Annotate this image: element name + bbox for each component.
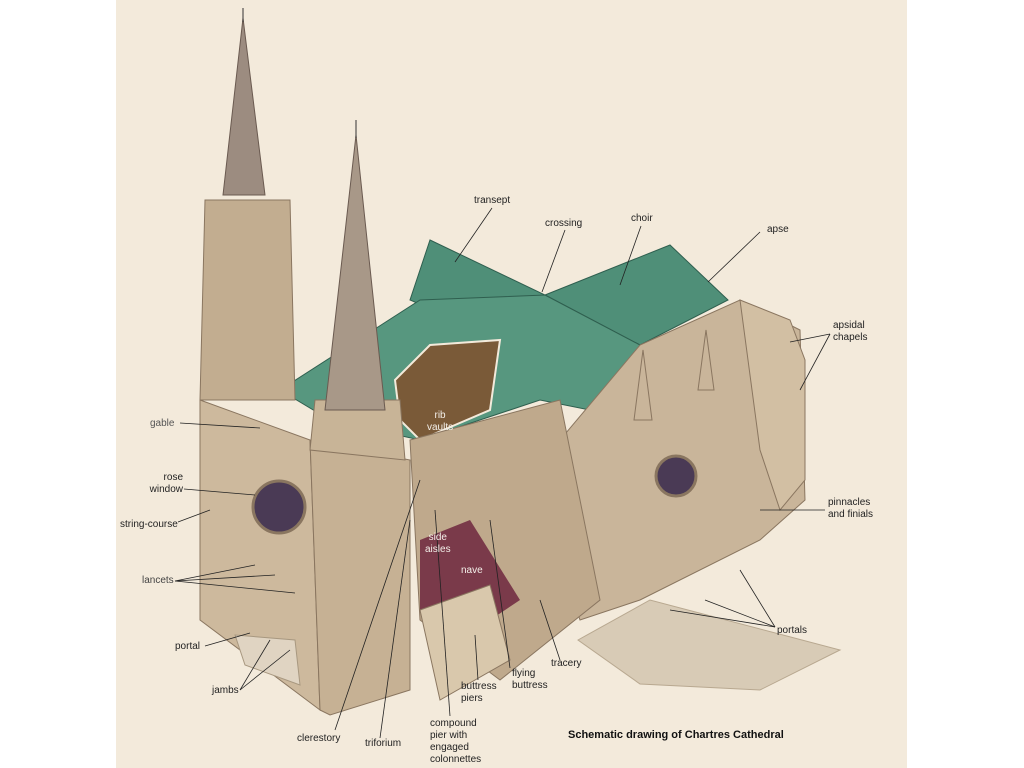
diagram-caption: Schematic drawing of Chartres Cathedral <box>568 729 784 741</box>
pinnacle <box>697 329 715 391</box>
south-spire <box>324 134 386 411</box>
label-nave: nave <box>461 565 483 576</box>
south-rose-window <box>654 454 698 498</box>
label-apse: apse <box>767 224 789 235</box>
label-lancets: lancets <box>142 575 174 586</box>
label-tracery: tracery <box>551 658 582 669</box>
apsidal-chapels <box>739 299 806 512</box>
label-gable: gable <box>150 418 175 429</box>
label-jambs: jambs <box>212 685 239 696</box>
label-transept: transept <box>474 195 511 206</box>
label-crossing: crossing <box>545 218 583 229</box>
leader-lines <box>174 207 831 739</box>
label-portals: portals <box>777 625 808 636</box>
label-triforium: triforium <box>365 738 402 749</box>
south-tower <box>309 439 411 716</box>
pinnacle <box>633 349 653 421</box>
label-string-course: string-course <box>120 519 178 530</box>
label-choir: choir <box>631 213 653 224</box>
rose-window <box>251 479 307 535</box>
entrance-steps <box>234 634 301 686</box>
plaza <box>577 599 842 691</box>
label-portal: portal <box>175 641 201 652</box>
north-spire <box>222 17 266 196</box>
north-tower <box>199 199 296 401</box>
label-clerestory: clerestory <box>297 733 341 744</box>
